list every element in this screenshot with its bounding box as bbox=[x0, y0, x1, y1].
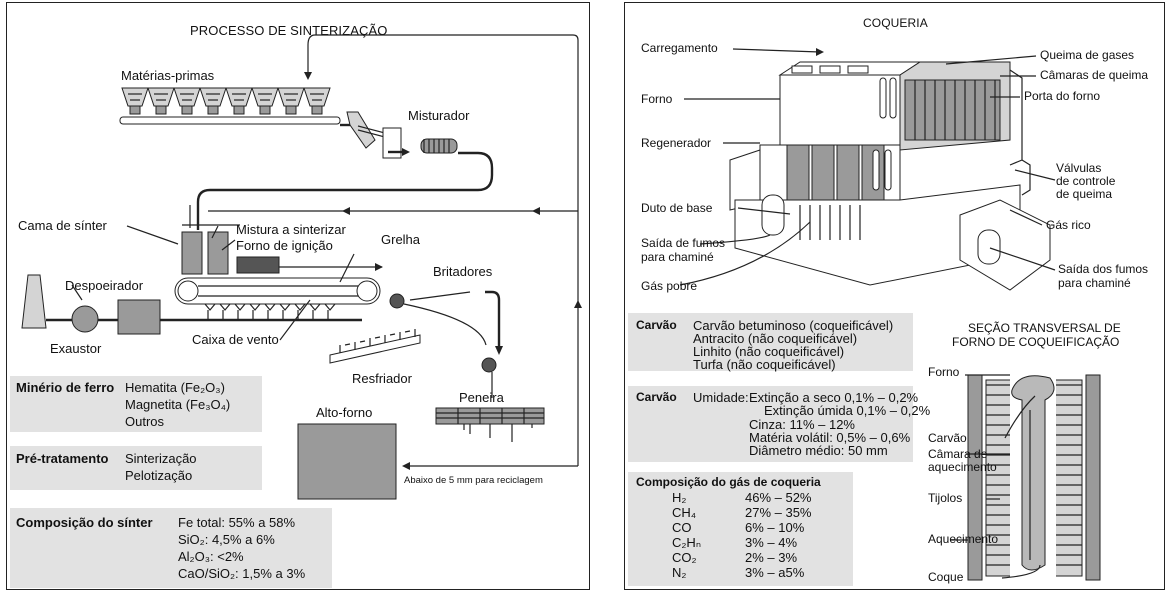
label-gas-rico: Gás rico bbox=[1046, 218, 1091, 232]
gas-key-5: N₂ bbox=[672, 565, 687, 580]
label-saida-fumos-2: para chaminé bbox=[641, 250, 714, 264]
label-forno-ignicao: Forno de ignição bbox=[236, 238, 333, 253]
raw-material-hoppers bbox=[121, 87, 331, 115]
minerio-box bbox=[10, 376, 262, 432]
label-materias-primas: Matérias-primas bbox=[121, 68, 215, 83]
label-cama-sinter: Cama de sínter bbox=[18, 218, 107, 233]
carvao2-line-5: Diâmetro médio: 50 mm bbox=[749, 443, 888, 458]
gas-head: Composição do gás de coqueria bbox=[636, 475, 821, 489]
minerio-head: Minério de ferro bbox=[16, 380, 115, 395]
gas-box bbox=[628, 472, 853, 586]
label-porta-forno: Porta do forno bbox=[1024, 89, 1101, 103]
coqueria-title: COQUERIA bbox=[863, 16, 928, 30]
secao-label-carvao: Carvão bbox=[928, 431, 967, 445]
label-alto-forno: Alto-forno bbox=[316, 405, 373, 420]
gas-val-0: 46% – 52% bbox=[745, 490, 812, 505]
label-valvulas-3: de queima bbox=[1056, 187, 1113, 201]
composicao-line-4: CaO/SiO₂: 1,5% a 3% bbox=[178, 566, 306, 581]
label-resfriador: Resfriador bbox=[352, 371, 412, 386]
label-saida-dos-fumos-1: Saída dos fumos bbox=[1058, 262, 1149, 276]
gas-key-1: CH₄ bbox=[672, 505, 697, 520]
secao-title-1: SEÇÃO TRANSVERSAL DE bbox=[968, 321, 1121, 335]
pretratamento-head: Pré-tratamento bbox=[16, 451, 109, 466]
carvao1-line-1: Carvão betuminoso (coqueificável) bbox=[693, 318, 894, 333]
composicao-line-1: Fe total: 55% a 58% bbox=[178, 515, 296, 530]
label-gas-pobre: Gás pobre bbox=[641, 279, 698, 293]
label-regenerador: Regenerador bbox=[641, 136, 712, 150]
label-saida-fumos-1: Saída de fumos bbox=[641, 236, 726, 250]
carvao1-line-4: Turfa (não coqueificável) bbox=[693, 357, 836, 372]
label-queima-gases: Queima de gases bbox=[1040, 48, 1135, 62]
label-camaras-queima: Câmaras de queima bbox=[1040, 68, 1149, 82]
label-forno: Forno bbox=[641, 92, 673, 106]
gas-key-4: CO₂ bbox=[672, 550, 697, 565]
composicao-box bbox=[10, 508, 332, 588]
label-britadores: Britadores bbox=[433, 264, 493, 279]
gas-key-2: CO bbox=[672, 520, 692, 535]
secao-title-2: FORNO DE COQUEIFICAÇÃO bbox=[952, 335, 1120, 349]
pretratamento-box bbox=[10, 446, 262, 490]
carvao1-line-3: Linhito (não coqueificável) bbox=[693, 344, 845, 359]
gas-val-4: 2% – 3% bbox=[745, 550, 798, 565]
carvao2-line-3: Cinza: 11% – 12% bbox=[749, 417, 855, 432]
label-misturador: Misturador bbox=[408, 108, 470, 123]
carvao2-line-2: Extinção úmida 0,1% – 0,2% bbox=[764, 403, 931, 418]
gas-key-0: H₂ bbox=[672, 490, 687, 505]
label-duto-base: Duto de base bbox=[641, 201, 713, 215]
carvao1-line-2: Antracito (não coqueificável) bbox=[693, 331, 858, 346]
carvao1-box bbox=[628, 313, 913, 371]
secao-label-camara-1: Câmara de bbox=[928, 447, 988, 461]
secao-label-coque: Coque bbox=[928, 570, 964, 584]
gas-val-1: 27% – 35% bbox=[745, 505, 812, 520]
label-carregamento: Carregamento bbox=[641, 41, 718, 55]
pretratamento-line-1: Sinterização bbox=[125, 451, 197, 466]
gas-val-3: 3% – 4% bbox=[745, 535, 798, 550]
label-valvulas-1: Válvulas bbox=[1056, 161, 1102, 175]
composicao-line-2: SiO₂: 4,5% a 6% bbox=[178, 532, 275, 547]
carvao2-line-1b: Extinção a seco 0,1% – 0,2% bbox=[749, 390, 919, 405]
label-despoeirador: Despoeirador bbox=[65, 278, 144, 293]
carvao2-line-1: Umidade: bbox=[693, 390, 749, 405]
secao-label-aquecimento: Aquecimento bbox=[928, 532, 999, 546]
composicao-head: Composição do sínter bbox=[16, 515, 153, 530]
label-peneira: Peneira bbox=[459, 390, 504, 405]
carvao2-line-4: Matéria volátil: 0,5% – 0,6% bbox=[749, 430, 911, 445]
gas-val-5: 3% – a5% bbox=[745, 565, 805, 580]
sintering-title: PROCESSO DE SINTERIZAÇÃO bbox=[190, 23, 388, 38]
secao-label-forno: Forno bbox=[928, 365, 960, 379]
secao-label-tijolos: Tijolos bbox=[928, 491, 963, 505]
gas-key-3: C₂Hₙ bbox=[672, 535, 702, 550]
minerio-line-3: Outros bbox=[125, 414, 165, 429]
label-grelha: Grelha bbox=[381, 232, 421, 247]
label-saida-dos-fumos-2: para chaminé bbox=[1058, 276, 1131, 290]
label-reciclagem: Abaixo de 5 mm para reciclagem bbox=[404, 475, 543, 486]
carvao2-head: Carvão bbox=[636, 390, 677, 404]
composicao-line-3: Al₂O₃: <2% bbox=[178, 549, 244, 564]
minerio-line-1: Hematita (Fe₂O₃) bbox=[125, 380, 225, 395]
pretratamento-line-2: Pelotização bbox=[125, 468, 193, 483]
secao-label-camara-2: aquecimento bbox=[928, 460, 997, 474]
label-valvulas-2: de controle bbox=[1056, 174, 1116, 188]
carvao1-head: Carvão bbox=[636, 318, 677, 332]
label-exaustor: Exaustor bbox=[50, 341, 102, 356]
gas-val-2: 6% – 10% bbox=[745, 520, 805, 535]
label-mistura: Mistura a sinterizar bbox=[236, 222, 346, 237]
minerio-line-2: Magnetita (Fe₃O₄) bbox=[125, 397, 231, 412]
label-caixa-vento: Caixa de vento bbox=[192, 332, 279, 347]
carvao2-box bbox=[628, 386, 913, 462]
